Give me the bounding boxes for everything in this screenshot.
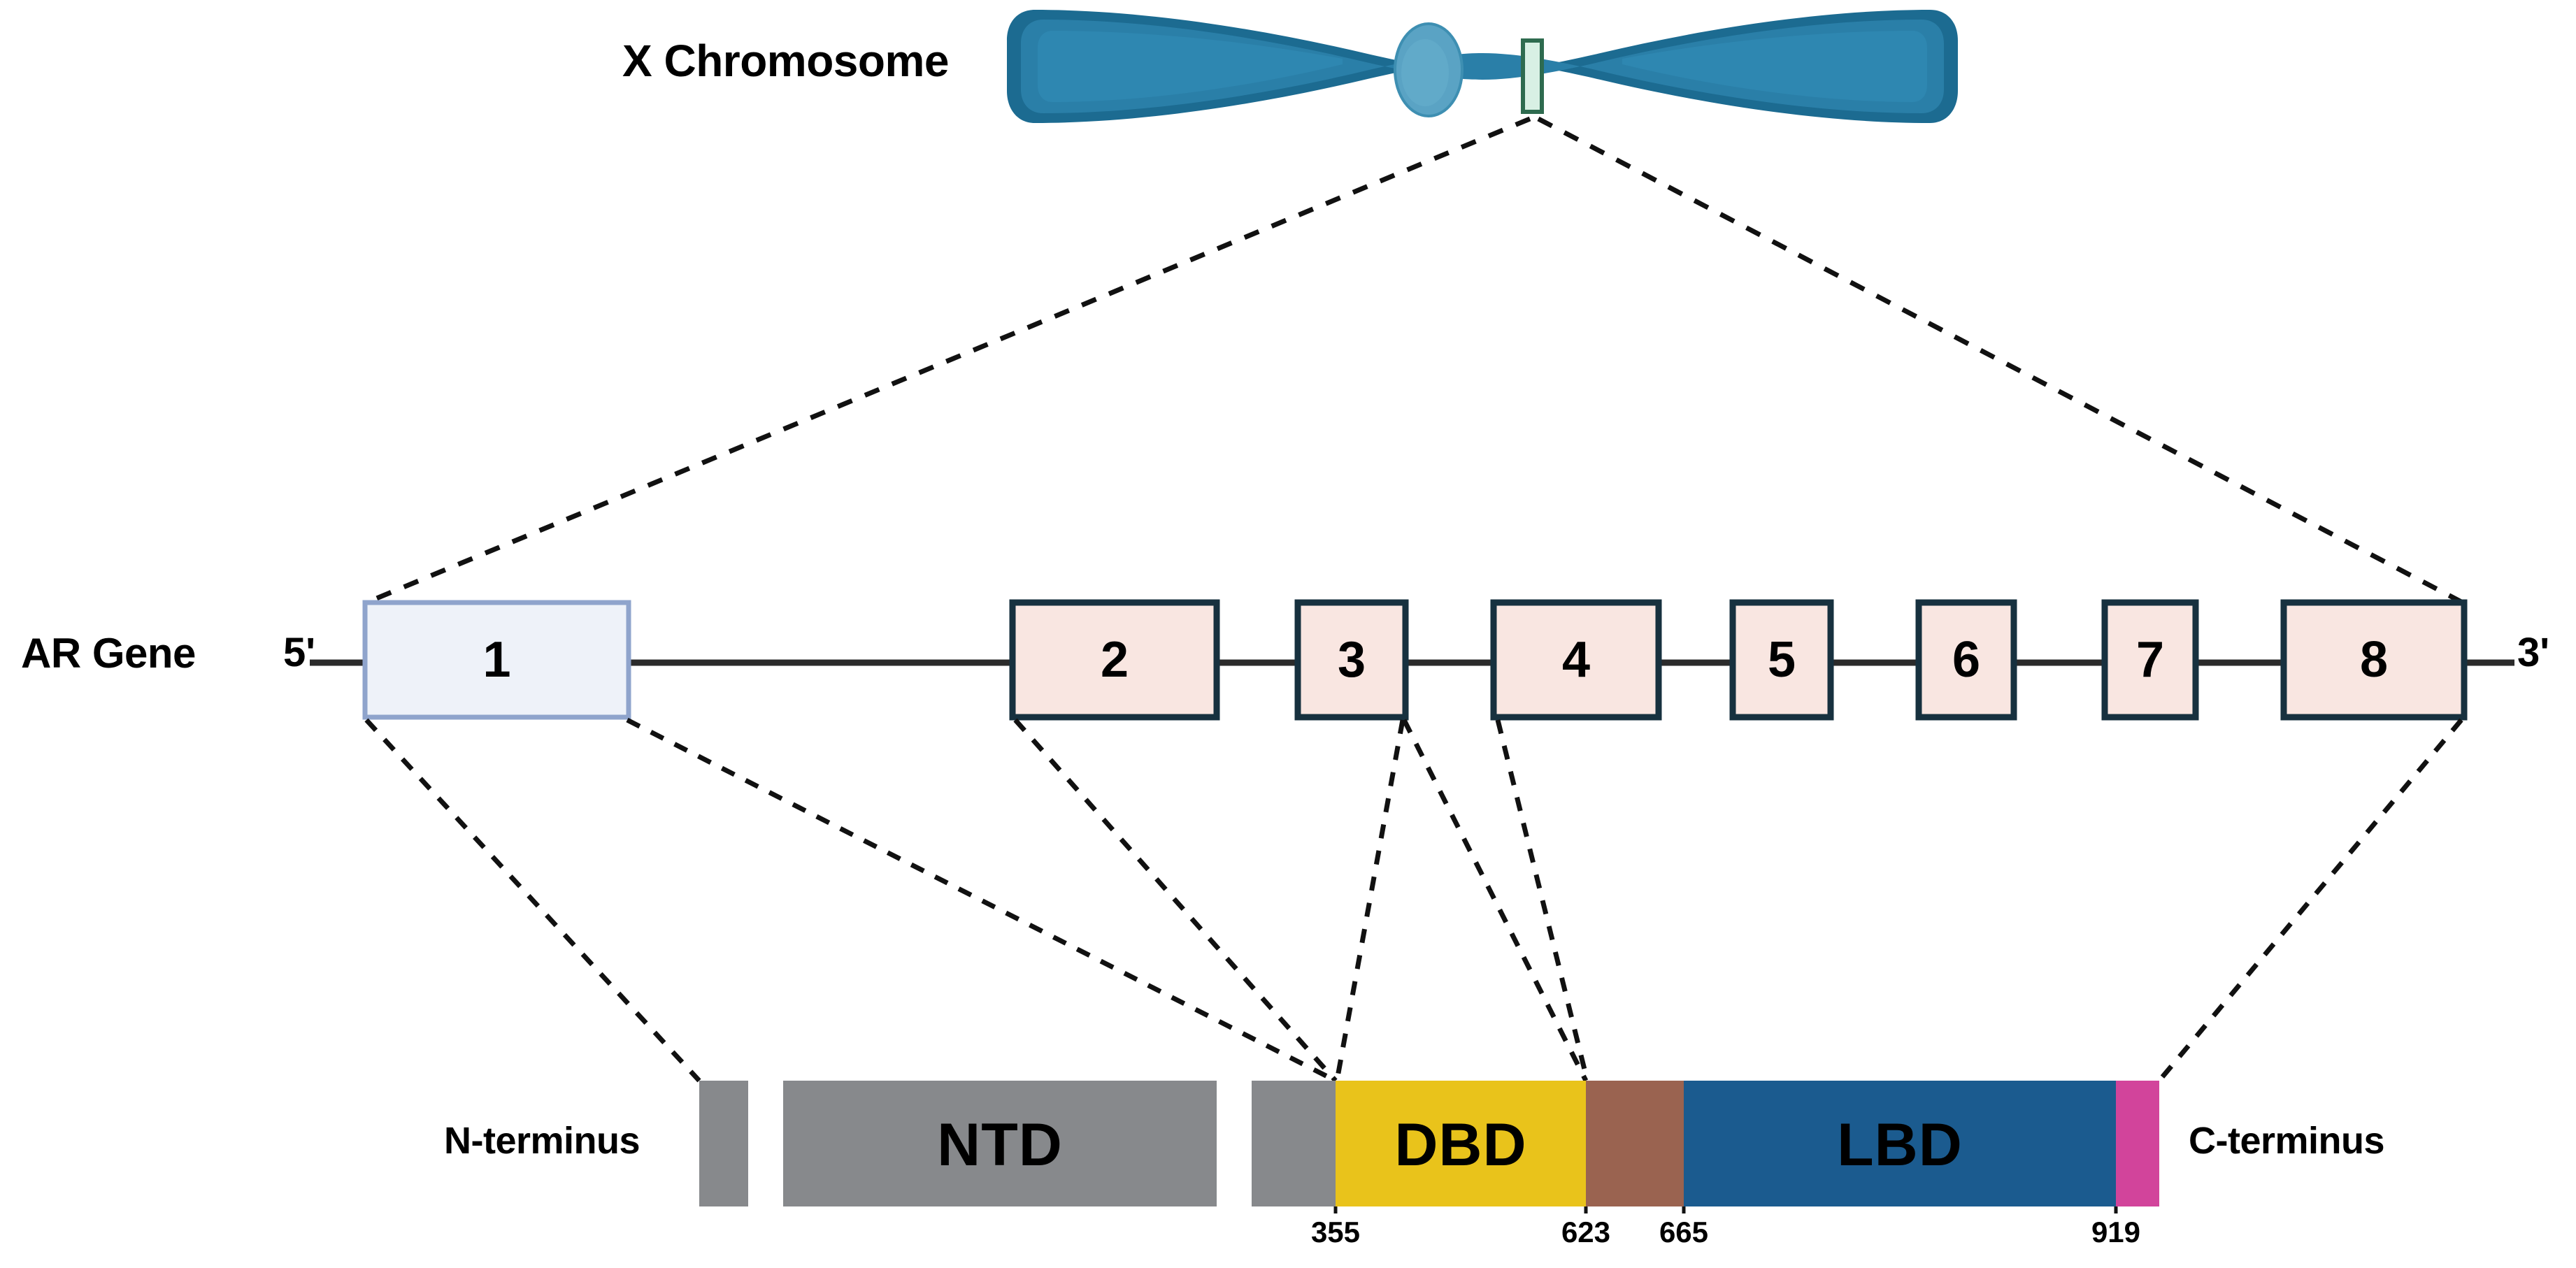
domain-label-dbd: DBD bbox=[1394, 1111, 1527, 1179]
exon-label-2: 2 bbox=[1100, 632, 1129, 688]
gene-to-protein-connectors bbox=[364, 717, 2463, 1083]
x-chromosome-label: X Chromosome bbox=[622, 36, 949, 86]
protein-domain-bar bbox=[699, 1081, 2159, 1206]
exon-label-3: 3 bbox=[1337, 632, 1366, 688]
connector-exon3-to-dbd-start bbox=[1334, 719, 1405, 1081]
exon-box-2[interactable] bbox=[1009, 599, 1220, 721]
connector-locus-to-exon1 bbox=[365, 116, 1531, 605]
exon-label-7: 7 bbox=[2135, 632, 2165, 688]
chromosome-to-gene-connectors bbox=[365, 116, 2464, 605]
ar-locus-band bbox=[1521, 38, 1544, 114]
three-prime-label: 3' bbox=[2517, 630, 2550, 675]
exon-box-1[interactable] bbox=[362, 600, 631, 720]
c-terminus-label: C-terminus bbox=[2189, 1120, 2385, 1162]
exon-label-5: 5 bbox=[1767, 632, 1796, 688]
ar-gene-label: AR Gene bbox=[21, 630, 196, 677]
connector-exon2-to-dbd-start bbox=[1013, 718, 1338, 1083]
protein-segment-ntd-main[interactable] bbox=[783, 1081, 1217, 1206]
chromosome-highlight-right bbox=[1622, 31, 1927, 102]
exon-box-5[interactable] bbox=[1729, 599, 1834, 721]
exon-box-7[interactable] bbox=[2101, 599, 2199, 721]
connector-locus-to-exon8 bbox=[1537, 116, 2464, 605]
exon-label-6: 6 bbox=[1952, 632, 1981, 688]
connector-exon1-to-ntd-start bbox=[364, 718, 701, 1083]
five-prime-label: 5' bbox=[283, 630, 316, 675]
exon-box-4[interactable] bbox=[1490, 599, 1662, 721]
residue-label-623: 623 bbox=[1561, 1216, 1611, 1248]
exon-label-8: 8 bbox=[2359, 632, 2389, 688]
connector-exon1-to-dbd-start bbox=[626, 717, 1337, 1083]
residue-label-355: 355 bbox=[1310, 1216, 1361, 1248]
domain-label-lbd: LBD bbox=[1837, 1111, 1963, 1179]
chromosome-body-fill bbox=[1021, 20, 1944, 113]
residue-label-919: 919 bbox=[2091, 1216, 2141, 1248]
protein-segment-cterminus[interactable] bbox=[2116, 1081, 2159, 1206]
centromere-inner bbox=[1401, 39, 1449, 106]
n-terminus-label: N-terminus bbox=[444, 1120, 641, 1162]
protein-segment-ntd-c[interactable] bbox=[1252, 1081, 1336, 1206]
x-chromosome-graphic bbox=[1007, 10, 1958, 123]
exon-label-4: 4 bbox=[1561, 632, 1591, 688]
connector-exon3-to-dbd-end bbox=[1401, 719, 1589, 1082]
residue-tick-marks bbox=[1333, 1206, 2118, 1213]
connector-exon8-to-cterminus bbox=[2157, 718, 2463, 1083]
protein-segment-dbd[interactable] bbox=[1336, 1081, 1586, 1206]
domain-label-ntd: NTD bbox=[937, 1111, 1063, 1179]
protein-segment-lbd[interactable] bbox=[1684, 1081, 2116, 1206]
exon-box-6[interactable] bbox=[1915, 599, 2017, 721]
exon-box-8[interactable] bbox=[2280, 599, 2468, 721]
chromosome-highlight-left bbox=[1038, 31, 1343, 102]
exon-box-3[interactable] bbox=[1294, 599, 1409, 721]
exon-boxes bbox=[362, 599, 2468, 721]
protein-segment-hinge[interactable] bbox=[1586, 1081, 1684, 1206]
connector-exon4-to-hinge bbox=[1495, 719, 1590, 1081]
exon-label-1: 1 bbox=[482, 632, 511, 688]
residue-label-665: 665 bbox=[1659, 1216, 1709, 1248]
protein-segment-ntd-a[interactable] bbox=[699, 1081, 748, 1206]
